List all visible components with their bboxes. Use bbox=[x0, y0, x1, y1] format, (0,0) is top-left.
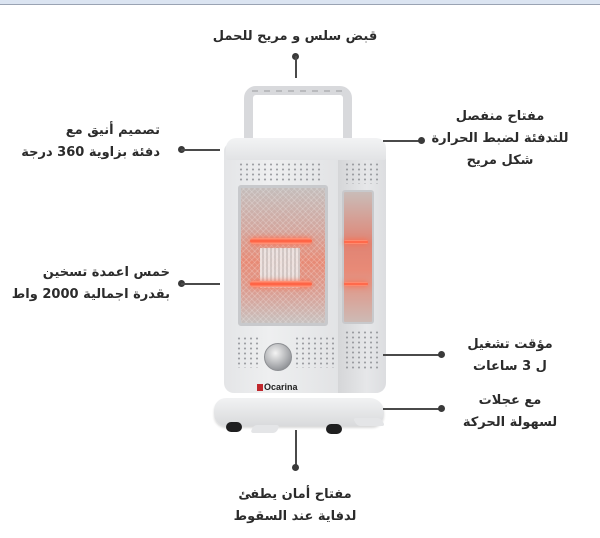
pointer-line bbox=[383, 408, 441, 410]
bottom-vent-left bbox=[236, 336, 262, 368]
top-vent-side bbox=[344, 162, 380, 184]
pointer-line bbox=[383, 354, 441, 356]
heating-rod bbox=[250, 238, 312, 244]
pointer-line bbox=[295, 56, 297, 78]
feature-safety-label: مفتاح أمان يطفئ لدفاية عند السقوط bbox=[200, 484, 390, 528]
pointer-line bbox=[181, 149, 220, 151]
feature-text: مؤقت تشغيل bbox=[467, 337, 553, 352]
feature-text: مفتاح منفصل bbox=[455, 109, 545, 124]
feature-switch-label: مفتاح منفصل للتدفئة لضبط الحرارة شكل مري… bbox=[425, 106, 575, 172]
feature-text: لسهولة الحركة bbox=[462, 415, 558, 430]
feature-text: لدفاية عند السقوط bbox=[233, 509, 357, 524]
brand-mark-icon bbox=[257, 384, 263, 391]
heating-grill-front bbox=[238, 185, 328, 326]
pointer-line bbox=[295, 430, 297, 466]
feature-text: تصميم أنيق مع bbox=[65, 123, 160, 138]
feature-text: قبض سلس و مريح للحمل bbox=[212, 29, 378, 44]
base-leg bbox=[352, 418, 386, 426]
top-border bbox=[0, 0, 600, 5]
feature-text: شكل مريح bbox=[466, 153, 534, 168]
feature-design-label: تصميم أنيق مع دفئة بزاوية 360 درجة bbox=[10, 120, 160, 164]
feature-text: بقدرة اجمالية 2000 واط bbox=[11, 287, 170, 302]
feature-text: خمس اعمدة تسخين bbox=[42, 265, 170, 280]
pointer-dot bbox=[438, 351, 445, 358]
feature-wheels-label: مع عجلات لسهولة الحركة bbox=[450, 390, 570, 434]
bottom-vent-right bbox=[294, 336, 334, 368]
heating-rod bbox=[344, 282, 368, 286]
heating-grill-side bbox=[342, 190, 374, 324]
heating-rod bbox=[344, 240, 368, 244]
wheel bbox=[226, 422, 242, 432]
heater-top-cap bbox=[226, 138, 386, 160]
pointer-dot bbox=[292, 464, 299, 471]
pointer-line bbox=[181, 283, 220, 285]
base-leg bbox=[250, 425, 280, 433]
handle-grip-texture bbox=[252, 90, 344, 92]
pointer-dot bbox=[418, 137, 425, 144]
heating-rod bbox=[250, 281, 312, 287]
top-vent-front bbox=[238, 162, 324, 182]
timer-knob bbox=[264, 343, 292, 371]
feature-handle-label: قبض سلس و مريح للحمل bbox=[190, 26, 400, 48]
feature-text: ل 3 ساعات bbox=[473, 359, 547, 374]
feature-text: دفئة بزاوية 360 درجة bbox=[21, 145, 160, 160]
pointer-line bbox=[383, 140, 421, 142]
feature-text: مع عجلات bbox=[478, 393, 542, 408]
brand-logo: Ocarina bbox=[257, 382, 298, 392]
feature-text: مفتاح أمان يطفئ bbox=[238, 487, 352, 502]
feature-timer-label: مؤقت تشغيل ل 3 ساعات bbox=[450, 334, 570, 378]
pointer-dot bbox=[438, 405, 445, 412]
wheel bbox=[326, 424, 342, 434]
feature-heating-label: خمس اعمدة تسخين بقدرة اجمالية 2000 واط bbox=[10, 262, 170, 306]
brand-name: Ocarina bbox=[264, 382, 298, 392]
bottom-vent-side bbox=[344, 330, 380, 370]
feature-text: للتدفئة لضبط الحرارة bbox=[431, 131, 569, 146]
